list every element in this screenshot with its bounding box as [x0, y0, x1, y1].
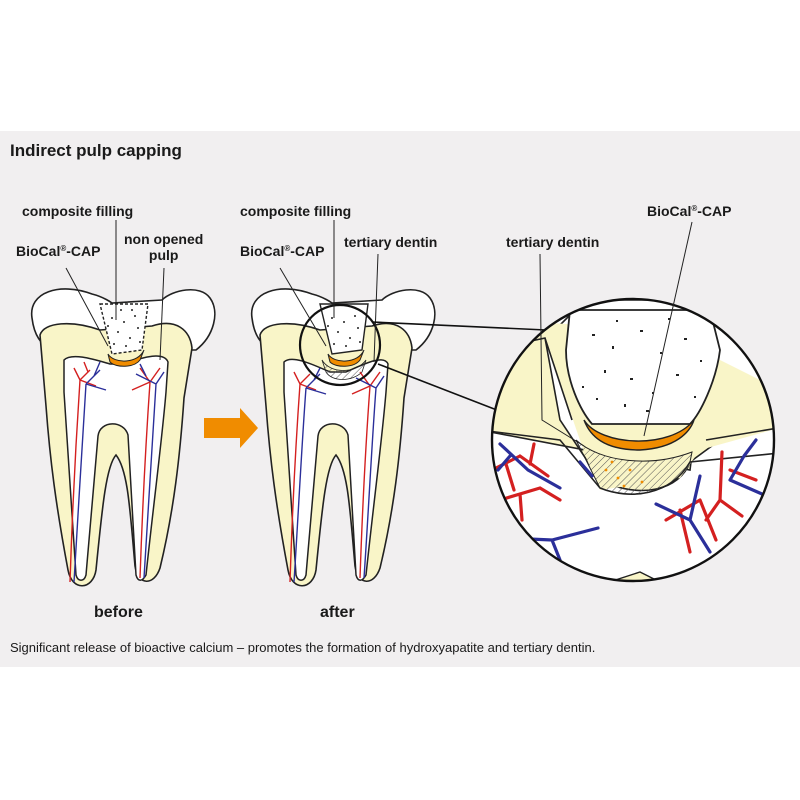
detail-tertiary-orange-dots [604, 460, 644, 488]
tooth-after [251, 220, 436, 587]
detail-vessels [492, 438, 764, 562]
label-biocal-before: BioCal®-CAP [16, 243, 101, 259]
detail-filling-speckles [582, 318, 702, 412]
diagram-caption: Significant release of bioactive calcium… [10, 640, 596, 655]
vessels-after [289, 367, 385, 583]
vessels-before [69, 361, 165, 583]
label-composite-filling-before: composite filling [22, 203, 134, 219]
tertiary-dentin-after [321, 359, 367, 380]
detail-filling [565, 309, 721, 425]
pointer-lines-before [65, 220, 165, 361]
zoom-connectors [371, 321, 547, 413]
stage-label-before: before [94, 604, 143, 621]
label-composite-filling-after: composite filling [240, 203, 352, 219]
label-biocal-after: BioCal®-CAP [240, 243, 325, 259]
filling-before [99, 303, 149, 355]
magnified-detail [490, 221, 776, 583]
label-tertiary-dentin-after: tertiary dentin [344, 234, 438, 250]
before-to-after-arrow [204, 408, 258, 448]
detail-tertiary-dentin [575, 439, 693, 495]
biocal-layer-after [327, 349, 365, 367]
magnifier-circle [298, 303, 382, 387]
tooth-before [31, 220, 216, 587]
detail-biocal-layer [583, 419, 695, 451]
label-biocal-detail: BioCal®-CAP [647, 203, 732, 219]
stage-label-after: after [320, 604, 355, 621]
filling-speckles-after [327, 315, 361, 347]
diagram-title: Indirect pulp capping [10, 141, 182, 160]
filling-after [319, 303, 369, 355]
pointer-lines-detail [539, 221, 693, 447]
label-tertiary-dentin-detail: tertiary dentin [506, 234, 600, 250]
pointer-lines-after [279, 220, 379, 363]
detail-bottom-dentin [597, 571, 666, 581]
filling-speckles-before [107, 309, 141, 347]
biocal-layer-before [107, 349, 145, 367]
